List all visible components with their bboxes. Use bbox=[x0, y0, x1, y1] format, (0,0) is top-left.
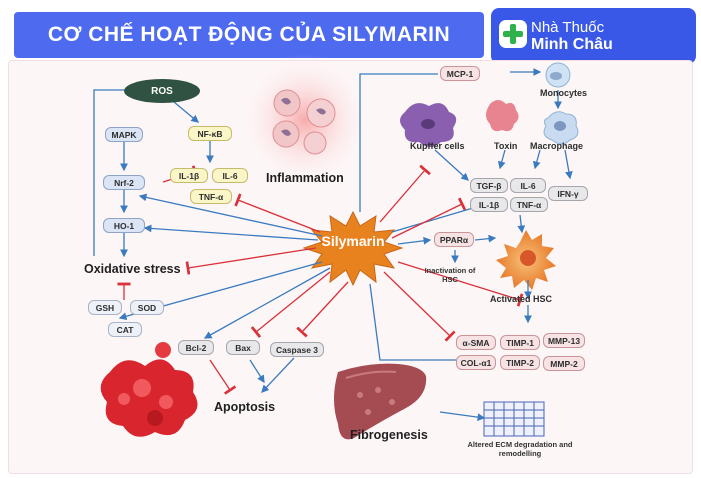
ecm-label: Altered ECM degradation and remodelling bbox=[467, 440, 573, 458]
kupffer-cell-illustration bbox=[400, 103, 457, 147]
inflammation-cells-illustration bbox=[239, 54, 371, 186]
silymarin-starburst bbox=[302, 210, 404, 287]
gsh-node: GSH bbox=[88, 300, 122, 315]
mmp13-node: MMP-13 bbox=[543, 333, 585, 348]
mapk-node: MAPK bbox=[105, 127, 143, 142]
fibrogenesis-label: Fibrogenesis bbox=[350, 428, 428, 442]
ifng-node: IFN-γ bbox=[548, 186, 588, 201]
inhibition-arrows bbox=[124, 170, 520, 390]
timp1-node: TIMP-1 bbox=[500, 335, 540, 350]
fibrotic-liver-illustration bbox=[334, 363, 427, 440]
mmp2-node: MMP-2 bbox=[543, 356, 585, 371]
brand-name-line1: Nhà Thuốc bbox=[531, 19, 605, 36]
ho1-node: HO-1 bbox=[103, 218, 145, 233]
nfkb-node: NF-κB bbox=[188, 126, 232, 141]
nrf2-node: Nrf-2 bbox=[103, 175, 145, 190]
il1b-node-left: IL-1β bbox=[170, 168, 208, 183]
macrophage-illustration bbox=[543, 111, 579, 145]
macrophage-label: Macrophage bbox=[530, 141, 584, 151]
inactivation-hsc-label: Inactivation of HSC bbox=[424, 266, 476, 284]
tnfa-node-right: TNF-α bbox=[510, 197, 548, 212]
monocytes-label: Monocytes bbox=[540, 88, 588, 98]
monocyte-illustration bbox=[545, 62, 571, 88]
pharmacy-cross-icon bbox=[499, 20, 527, 48]
header: CƠ CHẾ HOẠT ĐỘNG CỦA SILYMARIN Nhà Thuốc… bbox=[0, 0, 701, 66]
cat-node: CAT bbox=[108, 322, 142, 337]
activated-hsc-label: Activated HSC bbox=[490, 294, 553, 304]
damaged-cells-illustration bbox=[100, 342, 198, 437]
il1b-node-right: IL-1β bbox=[470, 197, 508, 212]
col-node: COL-α1 bbox=[456, 355, 496, 370]
caspase3-node: Caspase 3 bbox=[270, 342, 324, 357]
asma-node: α-SMA bbox=[456, 335, 496, 350]
tnfa-node-left: TNF-α bbox=[190, 189, 232, 204]
apoptosis-label: Apoptosis bbox=[214, 400, 276, 414]
il6-node-right: IL-6 bbox=[510, 178, 546, 193]
kupffer-cells-label: Kupffer cells bbox=[410, 141, 465, 151]
brand-name-line2: Minh Châu bbox=[531, 36, 613, 53]
ros-node: ROS bbox=[124, 79, 200, 103]
page-title: CƠ CHẾ HOẠT ĐỘNG CỦA SILYMARIN bbox=[14, 12, 484, 58]
activated-hsc-illustration bbox=[496, 230, 556, 290]
sod-node: SOD bbox=[130, 300, 164, 315]
il6-node-left: IL-6 bbox=[212, 168, 248, 183]
inflammation-label: Inflammation bbox=[266, 171, 344, 185]
toxin-illustration bbox=[486, 100, 519, 132]
bcl2-node: Bcl-2 bbox=[178, 340, 214, 355]
ppara-node: PPARα bbox=[434, 232, 474, 247]
brand-badge[interactable]: Nhà Thuốc Minh Châu bbox=[491, 8, 696, 64]
ecm-mesh-illustration bbox=[483, 401, 545, 437]
toxin-label: Toxin bbox=[494, 141, 518, 151]
timp2-node: TIMP-2 bbox=[500, 355, 540, 370]
silymarin-label: Silymarin bbox=[321, 233, 385, 249]
oxidative-stress-label: Oxidative stress bbox=[84, 262, 181, 276]
bax-node: Bax bbox=[226, 340, 260, 355]
tgfb-node: TGF-β bbox=[470, 178, 508, 193]
brand-name: Nhà Thuốc Minh Châu bbox=[531, 19, 613, 53]
mcp1-node: MCP-1 bbox=[440, 66, 480, 81]
